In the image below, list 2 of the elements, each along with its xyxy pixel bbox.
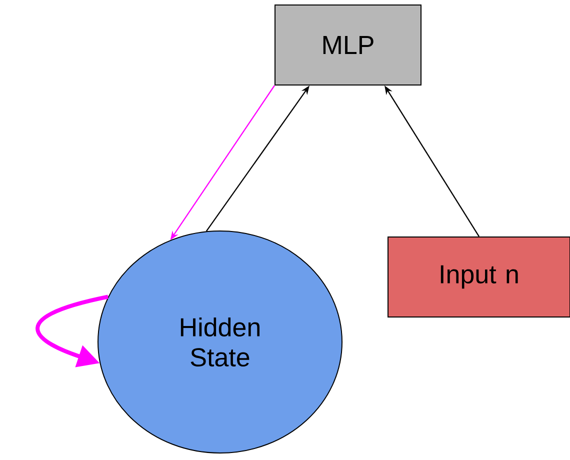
process-box: MLP [274, 4, 422, 86]
input-box: Input n [388, 236, 570, 318]
